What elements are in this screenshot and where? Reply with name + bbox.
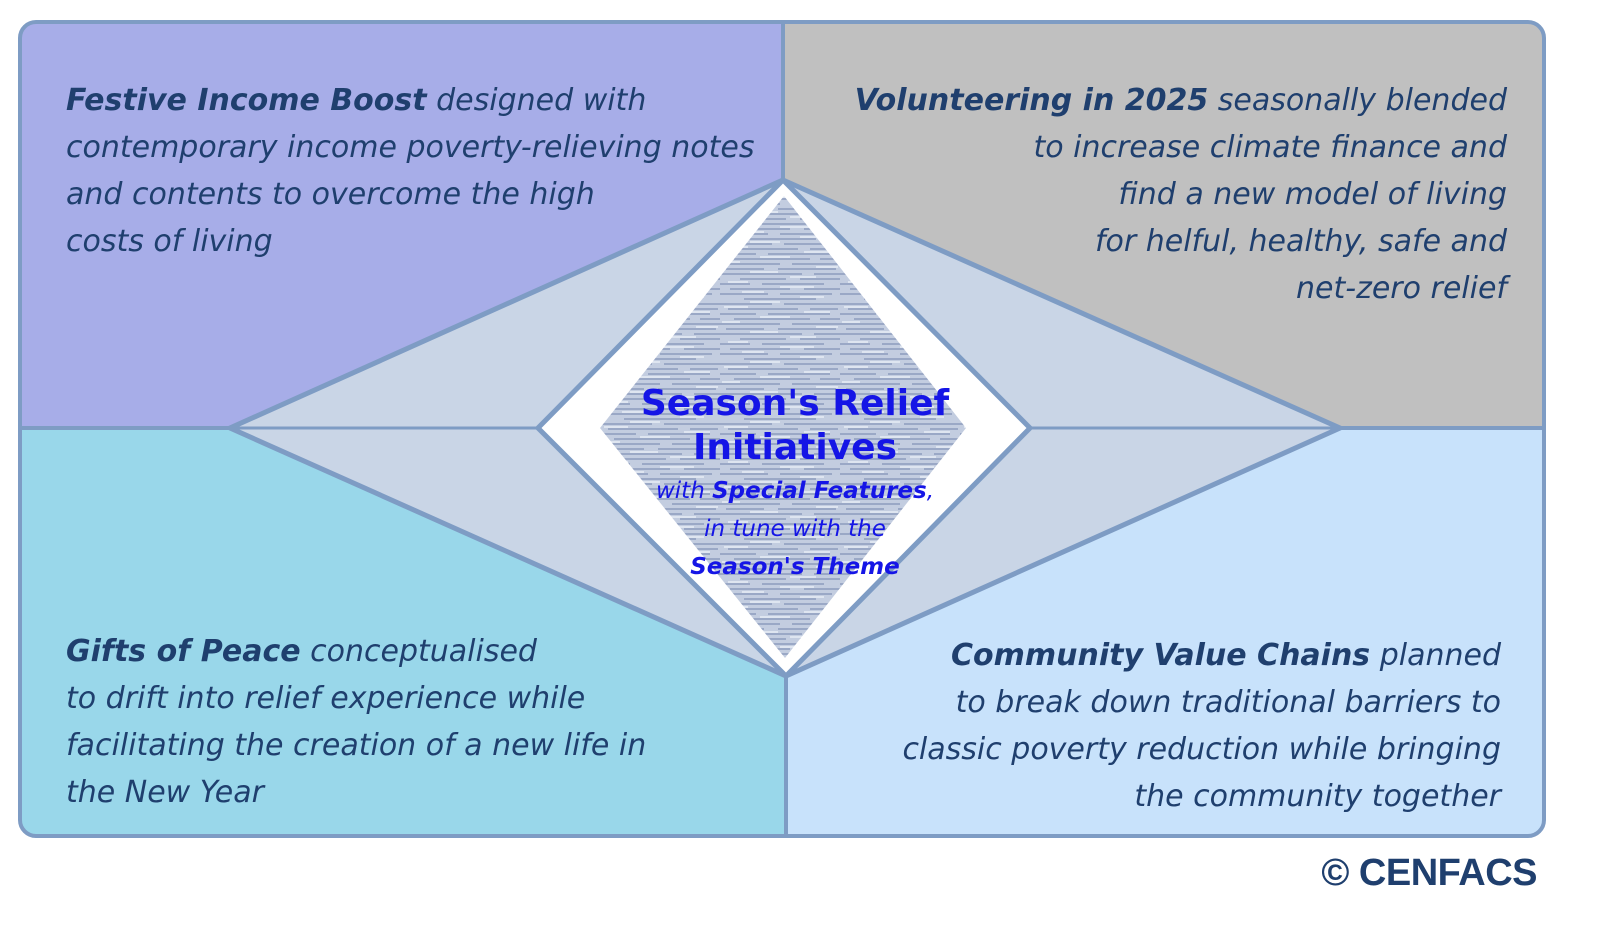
bottom-left-line1: conceptualised: [300, 634, 537, 669]
bottom-right-description: Community Value Chains planned to break …: [902, 632, 1501, 820]
copyright-label: © CENFACS: [1321, 852, 1537, 894]
top-right-line3: find a new model of living: [1118, 177, 1507, 212]
bottom-left-line2: to drift into relief experience while: [66, 681, 586, 716]
bottom-right-line3: classic poverty reduction while bringing: [902, 732, 1501, 767]
bottom-left-lead: Gifts of Peace: [66, 634, 301, 669]
top-right-lead: Volunteering in 2025: [854, 83, 1209, 118]
top-right-line1: seasonally blended: [1208, 83, 1507, 118]
bottom-left-line3: facilitating the creation of a new life …: [66, 728, 647, 763]
top-left-description: Festive Income Boost designed with conte…: [66, 77, 755, 265]
center-title-line2: Initiatives: [692, 427, 898, 468]
center-title-line1: Season's Relief: [640, 383, 950, 424]
bottom-left-description: Gifts of Peace conceptualised to drift i…: [66, 628, 646, 816]
bottom-left-line4: the New Year: [66, 775, 264, 810]
center-sub-line1-pre: with: [655, 478, 713, 504]
top-right-line4: for helful, healthy, safe and: [1094, 224, 1507, 259]
center-sub-line2: in tune with the: [704, 516, 886, 542]
center-sub-line1-bold: Special Features: [712, 478, 927, 504]
center-title: Season's Relief Initiatives: [585, 382, 1005, 470]
center-sub-line3-bold: Season's Theme: [690, 554, 900, 580]
bottom-right-line2: to break down traditional barriers to: [955, 685, 1501, 720]
top-right-line2: to increase climate finance and: [1033, 130, 1507, 165]
top-right-description: Volunteering in 2025 seasonally blended …: [855, 77, 1507, 312]
top-left-line4: costs of living: [66, 224, 273, 259]
top-left-line1: designed with: [426, 83, 647, 118]
bottom-right-lead: Community Value Chains: [951, 638, 1371, 673]
bottom-right-line1: planned: [1370, 638, 1501, 673]
center-diamond-texture: [600, 196, 966, 658]
center-sub-line1-post: ,: [926, 478, 935, 504]
center-subtitle: with Special Features, in tune with the …: [585, 472, 1005, 586]
top-left-line3: and contents to overcome the high: [66, 177, 595, 212]
center-label: Season's Relief Initiatives with Special…: [585, 382, 1005, 586]
top-left-lead: Festive Income Boost: [66, 83, 427, 118]
bottom-right-line4: the community together: [1134, 779, 1501, 814]
outer-frame: [18, 20, 1546, 838]
top-right-line5: net-zero relief: [1296, 271, 1507, 306]
top-left-line2: contemporary income poverty-relieving no…: [66, 130, 755, 165]
